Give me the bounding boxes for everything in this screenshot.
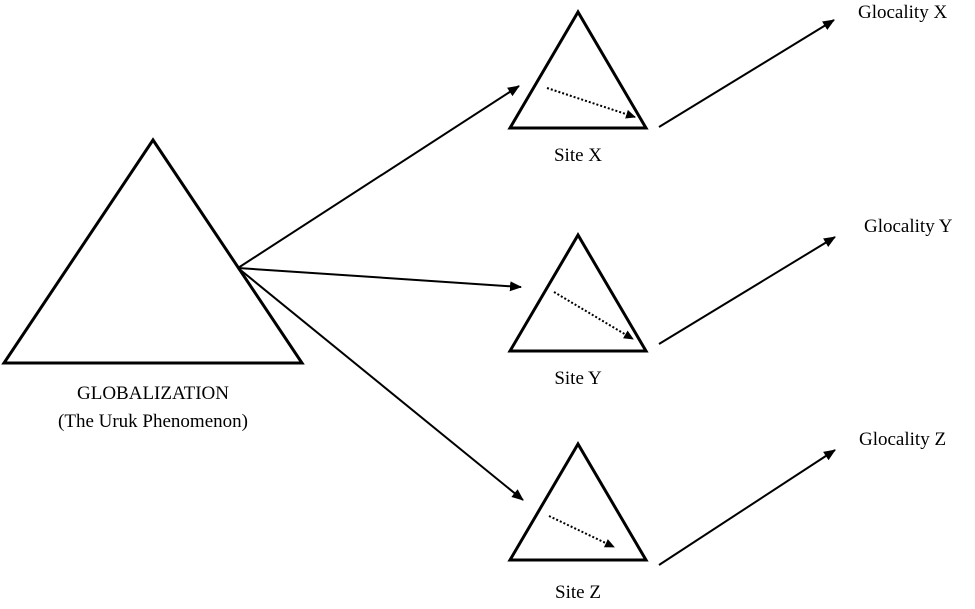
arrow-to-site-x xyxy=(237,85,520,269)
globalization-title: GLOBALIZATION xyxy=(77,383,229,404)
arrow-to-glocality-z xyxy=(658,449,836,566)
glocality-z-label: Glocality Z xyxy=(859,429,947,450)
site-z-label: Site Z xyxy=(555,582,601,603)
site-x-label: Site X xyxy=(553,145,603,166)
globalization-triangle xyxy=(1,137,305,365)
glocality-x-label: Glocality X xyxy=(858,2,948,23)
site-y-label: Site Y xyxy=(554,368,602,389)
glocality-y-label: Glocality Y xyxy=(864,216,953,237)
site-x-internal-arrow xyxy=(546,87,636,119)
arrow-to-glocality-y xyxy=(658,236,836,345)
globalization-subtitle: (The Uruk Phenomenon) xyxy=(58,411,248,432)
site-y-triangle xyxy=(507,232,649,353)
site-z-triangle xyxy=(507,441,649,562)
arrow-to-site-z xyxy=(237,267,524,501)
site-x-triangle xyxy=(507,9,649,130)
arrow-to-site-y xyxy=(237,267,522,292)
site-y-internal-arrow xyxy=(553,291,634,340)
arrow-to-glocality-x xyxy=(658,19,835,128)
site-z-internal-arrow xyxy=(548,515,615,548)
